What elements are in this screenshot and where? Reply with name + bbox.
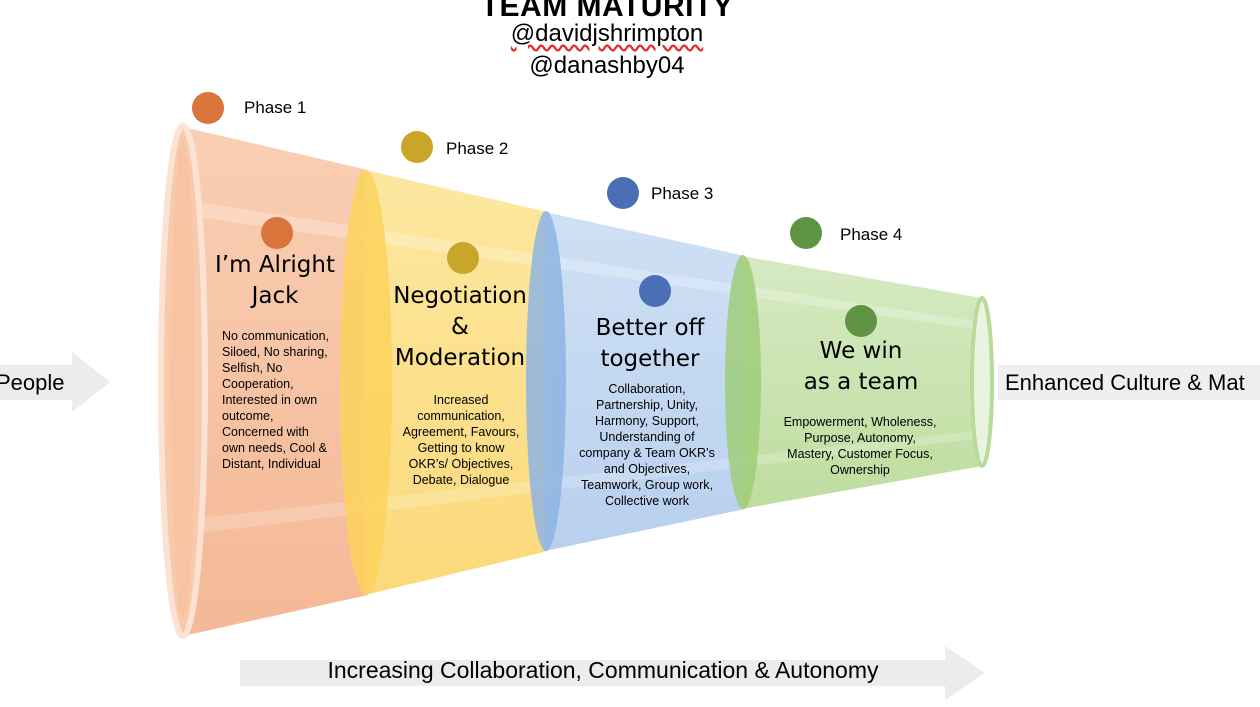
right-label: Enhanced Culture & Mat: [1005, 370, 1245, 395]
funnel-section-3: [545, 212, 745, 551]
bottom-arrow: [240, 646, 985, 700]
ring-3-4: [725, 255, 761, 509]
author-handle-1: @davidjshrimpton: [510, 20, 704, 47]
phase-1-dot: [192, 92, 224, 124]
left-arrow: [0, 352, 110, 412]
phase-2-dot: [401, 131, 433, 163]
stage-4-title: We win as a team: [803, 338, 919, 395]
phase-1-label: Phase 1: [244, 98, 307, 117]
stage-2-description: Increased communication, Agreement, Favo…: [402, 393, 520, 487]
phase-2-label: Phase 2: [446, 139, 509, 158]
author-handle-2: @danashby04: [529, 52, 685, 79]
right-arrow-bg: [998, 365, 1260, 400]
stage-1-description: No communication, Siloed, No sharing, Se…: [222, 329, 329, 471]
phase-4-label: Phase 4: [840, 225, 903, 244]
ring-1-2: [340, 170, 392, 594]
funnel-section-1: [183, 127, 368, 636]
stage-1-dot: [261, 217, 293, 249]
left-label: People: [0, 370, 65, 395]
stage-4-description: Empowerment, Wholeness, Purpose, Autonom…: [783, 415, 937, 477]
stage-3-description: Collaboration, Partnership, Unity, Harmo…: [579, 382, 715, 508]
bottom-label: Increasing Collaboration, Communication …: [327, 657, 879, 683]
stage-4-dot: [845, 305, 877, 337]
funnel-section-2: [365, 170, 548, 595]
stage-3-dot: [639, 275, 671, 307]
funnel-section-4: [742, 256, 982, 509]
phase-4-dot: [790, 217, 822, 249]
stage-2-dot: [447, 242, 479, 274]
ring-2-3: [526, 211, 566, 551]
phase-3-dot: [607, 177, 639, 209]
phase-3-label: Phase 3: [651, 184, 714, 203]
diagram-title: TEAM MATURITY: [480, 0, 734, 23]
funnel-end: [970, 296, 994, 468]
stage-3-title: Better off together: [595, 315, 705, 372]
stage-1-title: I’m Alright Jack: [215, 252, 335, 309]
stage-2-title: Negotiation & Moderation: [393, 283, 527, 371]
